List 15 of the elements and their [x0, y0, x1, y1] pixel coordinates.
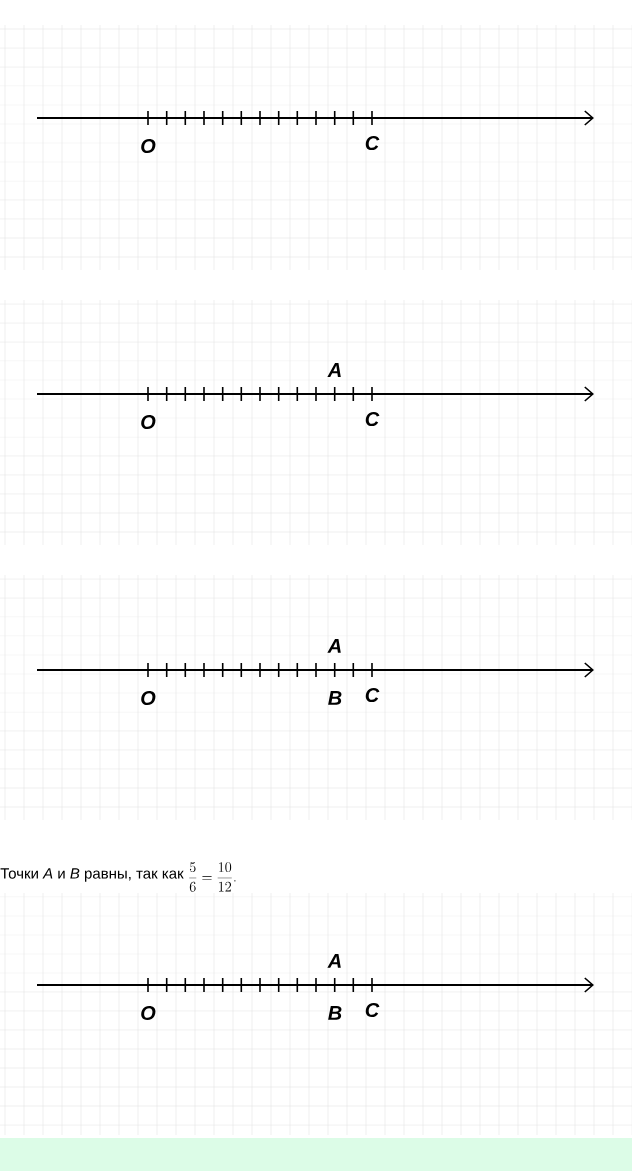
- point-label: C: [365, 411, 380, 427]
- point-label: A: [327, 363, 341, 377]
- point-label: C: [365, 135, 380, 151]
- point-label: O: [141, 414, 156, 430]
- formula: $\frac{5}{6}=\frac{10}{12}.$: [189, 862, 236, 892]
- point-label: B: [328, 691, 342, 705]
- point-label: C: [365, 687, 380, 703]
- point-label: A: [327, 954, 341, 968]
- point-label: O: [141, 138, 156, 154]
- point-label: B: [328, 1006, 342, 1020]
- point-label: O: [141, 1005, 156, 1021]
- note-text: Точки A и B равны, так как: [0, 868, 184, 882]
- point-label: C: [365, 1002, 380, 1018]
- point-label: A: [327, 639, 341, 653]
- point-label: O: [141, 690, 156, 706]
